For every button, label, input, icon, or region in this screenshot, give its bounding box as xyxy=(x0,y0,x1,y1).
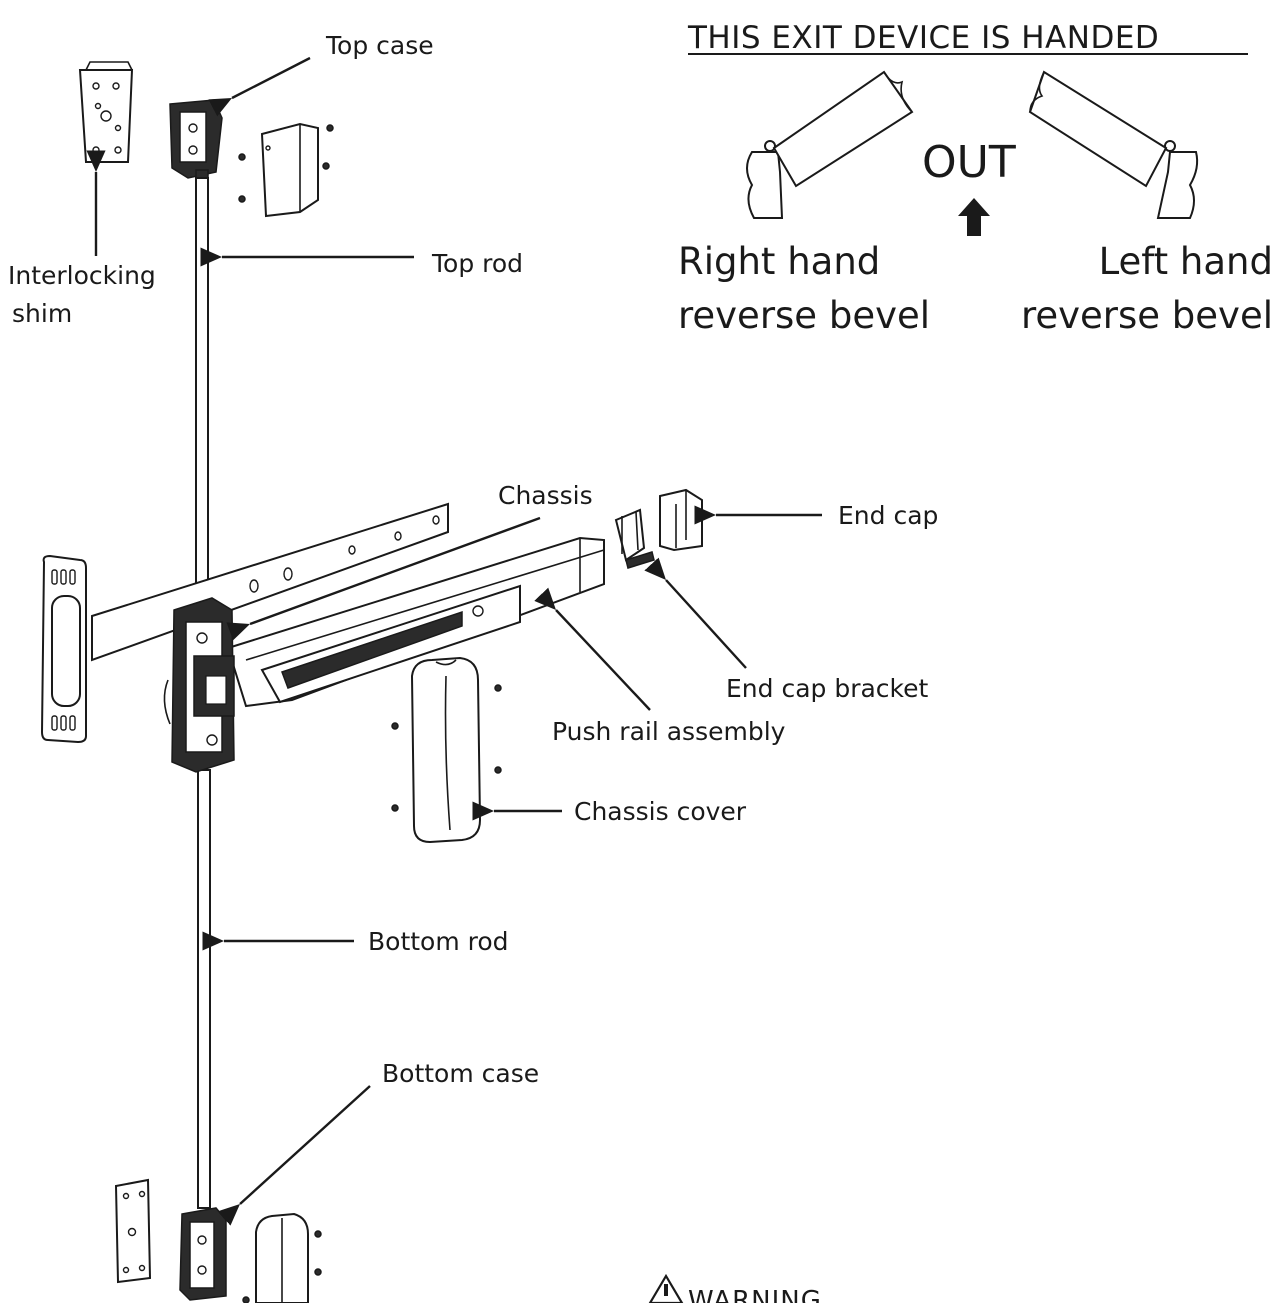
label-bottom-rod: Bottom rod xyxy=(368,927,509,956)
label-interlocking-shim-line2: shim xyxy=(12,299,72,328)
warning-label: WARNING xyxy=(688,1286,822,1303)
out-label: OUT xyxy=(922,137,1016,188)
right-hand-label-line2: reverse bevel xyxy=(678,294,930,337)
right-hand-label-line1: Right hand xyxy=(678,240,880,283)
label-interlocking-shim-line1: Interlocking xyxy=(8,261,156,290)
end-cap-bracket xyxy=(614,508,655,569)
right-hand-door-illustration xyxy=(746,70,914,219)
push-rail-assembly xyxy=(226,536,605,708)
label-top-case: Top case xyxy=(325,31,434,60)
handed-heading: THIS EXIT DEVICE IS HANDED xyxy=(687,20,1159,56)
left-hand-label-line2: reverse bevel xyxy=(1021,294,1273,337)
label-push-rail-assembly: Push rail assembly xyxy=(552,717,786,746)
leader-arrows xyxy=(86,56,822,1226)
arrow-bottom-case xyxy=(217,1085,371,1226)
out-arrow-icon xyxy=(958,198,990,236)
warning-notice: WARNING xyxy=(648,1273,822,1303)
handing-section: THIS EXIT DEVICE IS HANDED OUT Right han… xyxy=(678,20,1273,337)
label-end-cap: End cap xyxy=(838,501,938,530)
top-rod xyxy=(195,177,209,601)
top-case xyxy=(169,99,223,183)
end-cap xyxy=(659,488,703,552)
label-top-rod: Top rod xyxy=(431,249,523,278)
label-chassis: Chassis xyxy=(498,481,593,510)
interlocking-shim-bottom xyxy=(114,1178,152,1284)
arrow-end-cap-bracket xyxy=(644,557,747,669)
label-bottom-case: Bottom case xyxy=(382,1059,539,1088)
chassis xyxy=(163,597,235,773)
label-chassis-cover: Chassis cover xyxy=(574,797,747,826)
arrow-top-case xyxy=(208,56,311,117)
bottom-case xyxy=(179,1207,227,1301)
strike-plate xyxy=(40,554,87,744)
top-case-cover xyxy=(238,122,334,218)
label-end-cap-bracket: End cap bracket xyxy=(726,674,929,703)
arrow-push-rail xyxy=(534,587,651,711)
chassis-cover xyxy=(391,656,502,844)
bottom-case-cover xyxy=(242,1212,322,1303)
interlocking-shim-top xyxy=(78,61,134,163)
left-hand-door-illustration xyxy=(1028,70,1199,219)
arrow-chassis xyxy=(226,516,541,641)
bottom-rod xyxy=(197,769,211,1209)
left-hand-label-line1: Left hand xyxy=(1099,240,1273,283)
